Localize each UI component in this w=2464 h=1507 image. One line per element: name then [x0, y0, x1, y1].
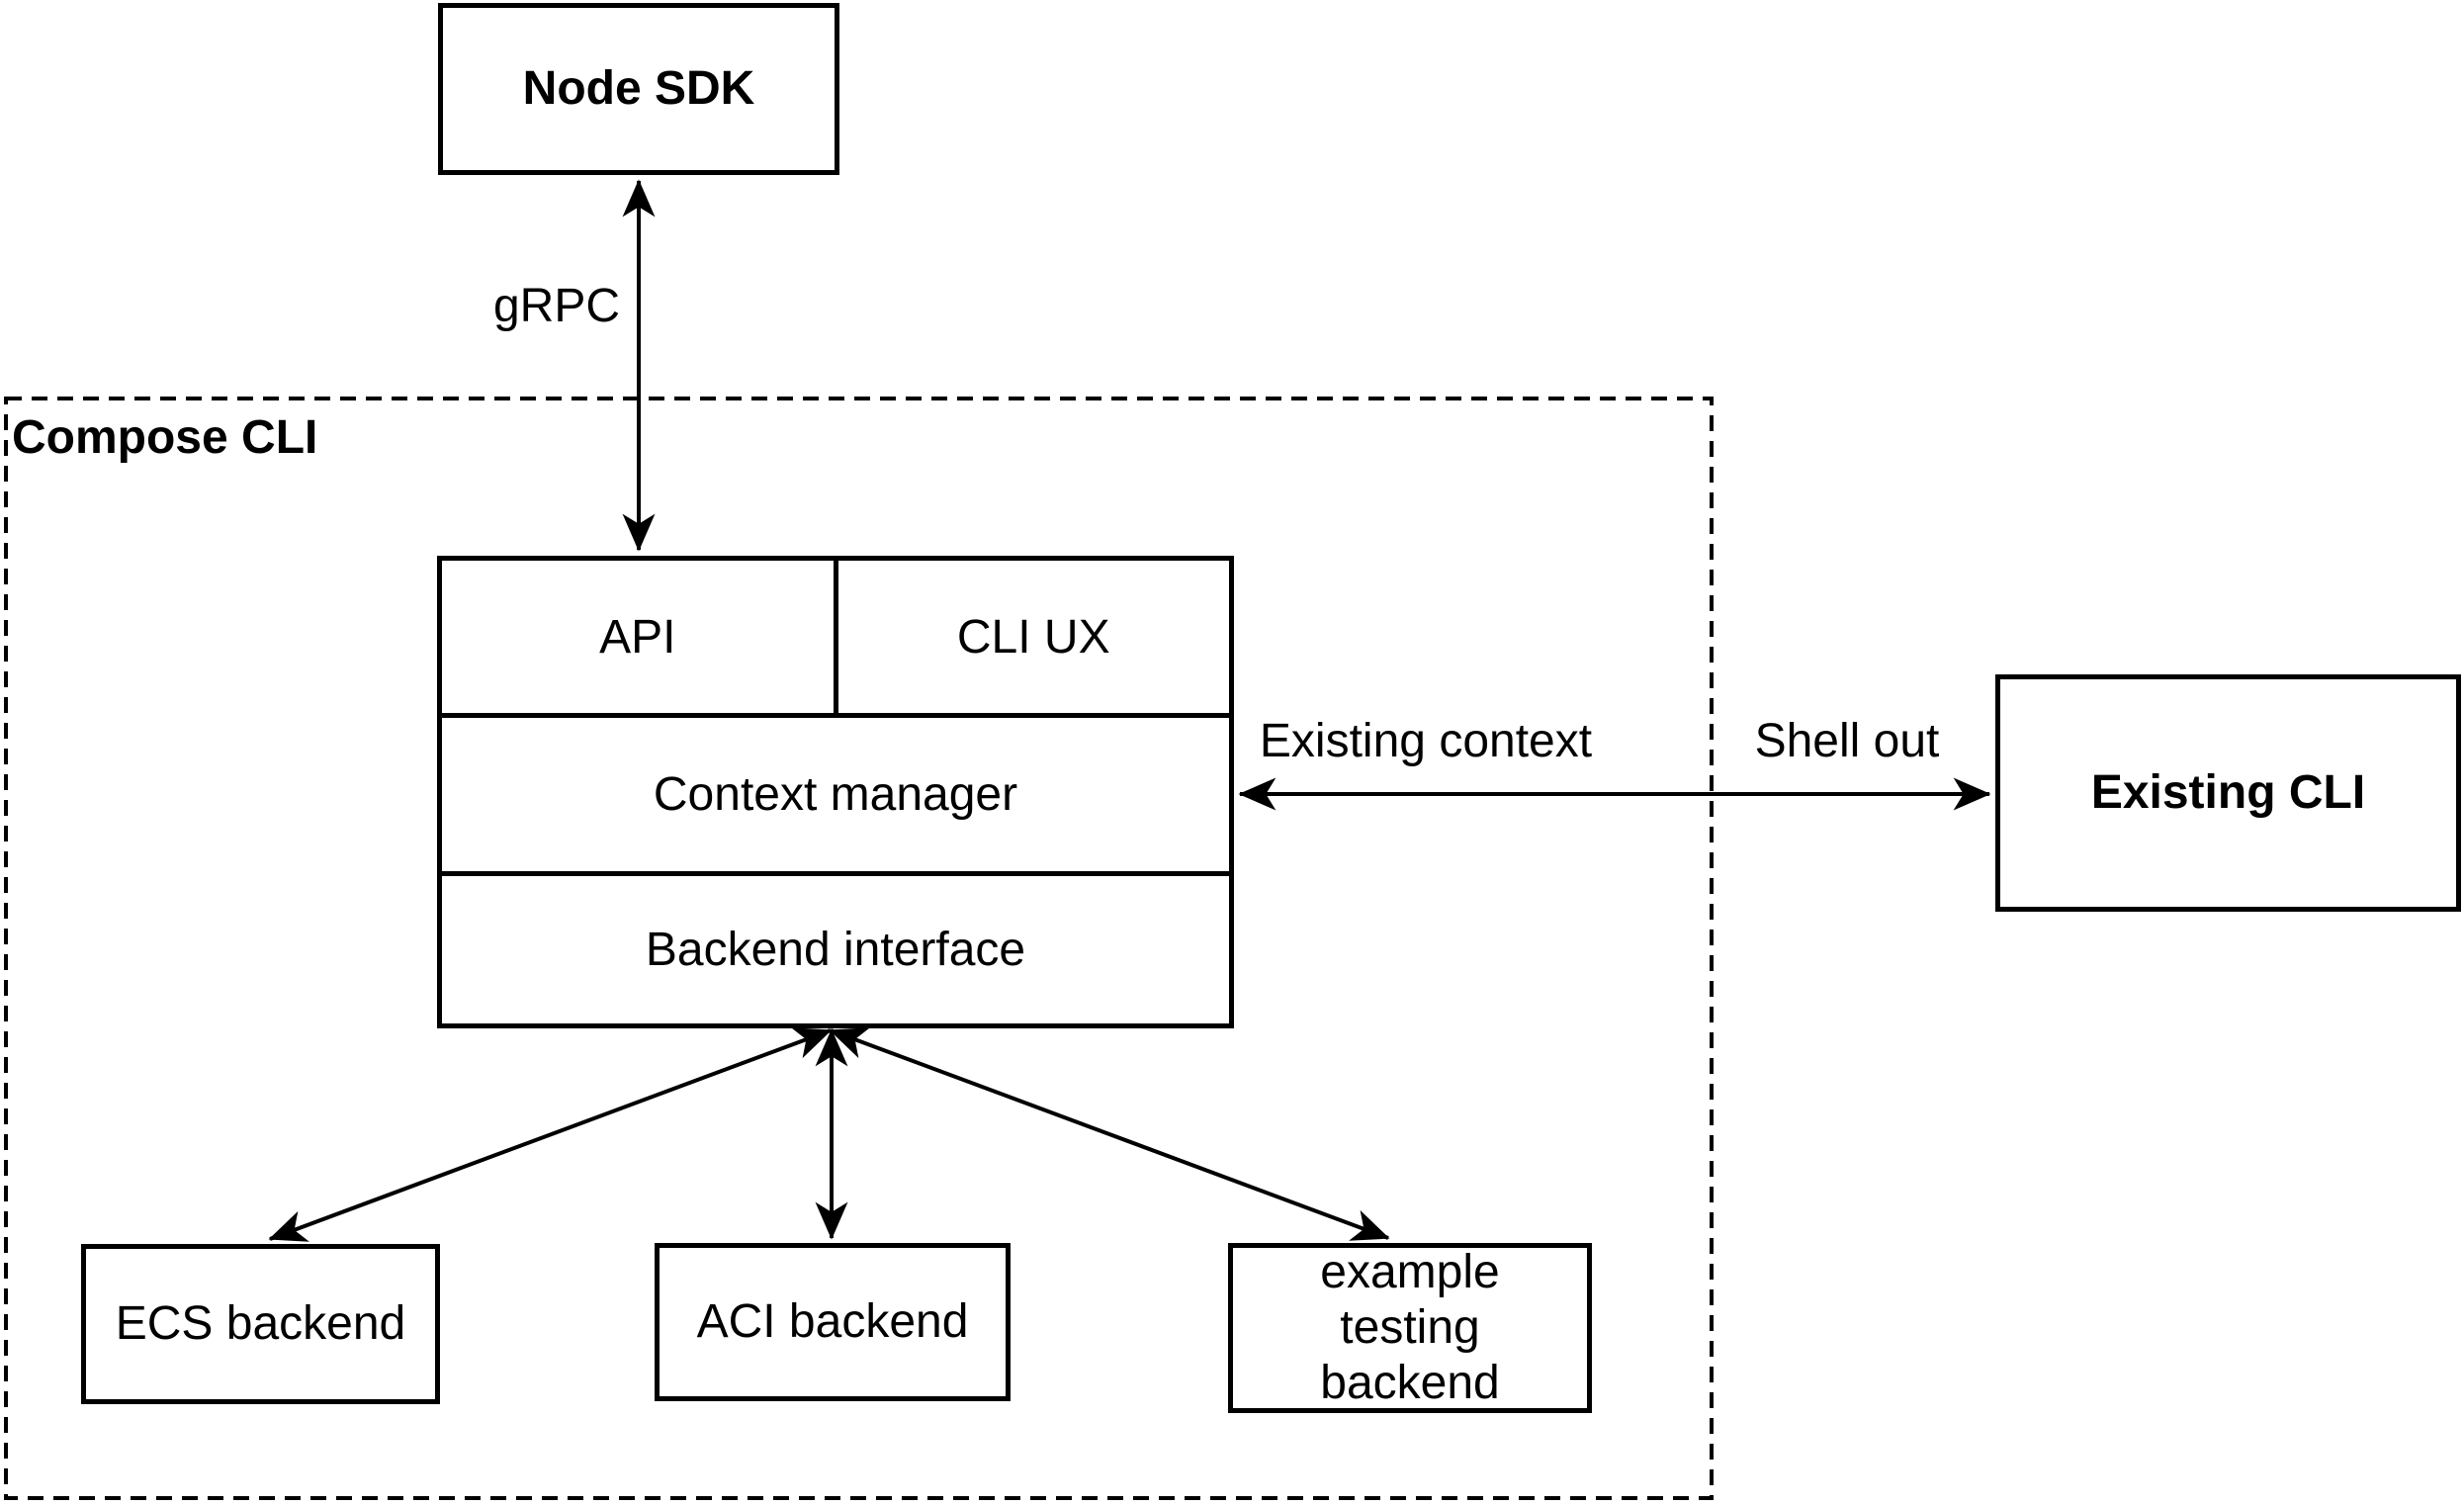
existing-cli-box: Existing CLI [1995, 674, 2461, 912]
existing-context-edge-label: Existing context [1259, 715, 1593, 767]
ecs-backend-box: ECS backend [81, 1244, 440, 1404]
node-sdk-box: Node SDK [438, 3, 839, 175]
api-label: API [599, 610, 676, 664]
aci-backend-label: ACI backend [696, 1294, 969, 1348]
api-cliux-row: API CLI UX [442, 561, 1229, 713]
grpc-edge-label: gRPC [492, 280, 621, 332]
ecs-backend-connector [268, 1027, 833, 1242]
shell-out-edge-label: Shell out [1754, 715, 1940, 767]
cli-ux-label: CLI UX [956, 610, 1110, 664]
cli-ux-cell: CLI UX [838, 561, 1230, 713]
context-manager-cell-inner: Context manager [442, 718, 1229, 871]
aci-backend-box: ACI backend [655, 1243, 1011, 1401]
example-testing-backend-connector [829, 1027, 1390, 1241]
node-sdk-label: Node SDK [522, 61, 755, 115]
backend-interface-cell: Backend interface [442, 871, 1229, 1023]
api-cell: API [442, 561, 838, 713]
ecs-backend-label: ECS backend [115, 1296, 406, 1350]
compose-cli-label: Compose CLI [12, 411, 318, 464]
backend-interface-label: Backend interface [645, 924, 1026, 976]
existing-cli-label: Existing CLI [2090, 765, 2366, 819]
compose-cli-core-box: API CLI UX Context manager Backend inter… [437, 556, 1234, 1028]
backend-interface-cell-inner: Backend interface [442, 876, 1229, 1023]
context-manager-cell: Context manager [442, 713, 1229, 871]
context-manager-label: Context manager [653, 768, 1018, 821]
example-testing-backend-box: example testing backend [1228, 1243, 1592, 1413]
example-testing-backend-label: example testing backend [1320, 1245, 1500, 1410]
